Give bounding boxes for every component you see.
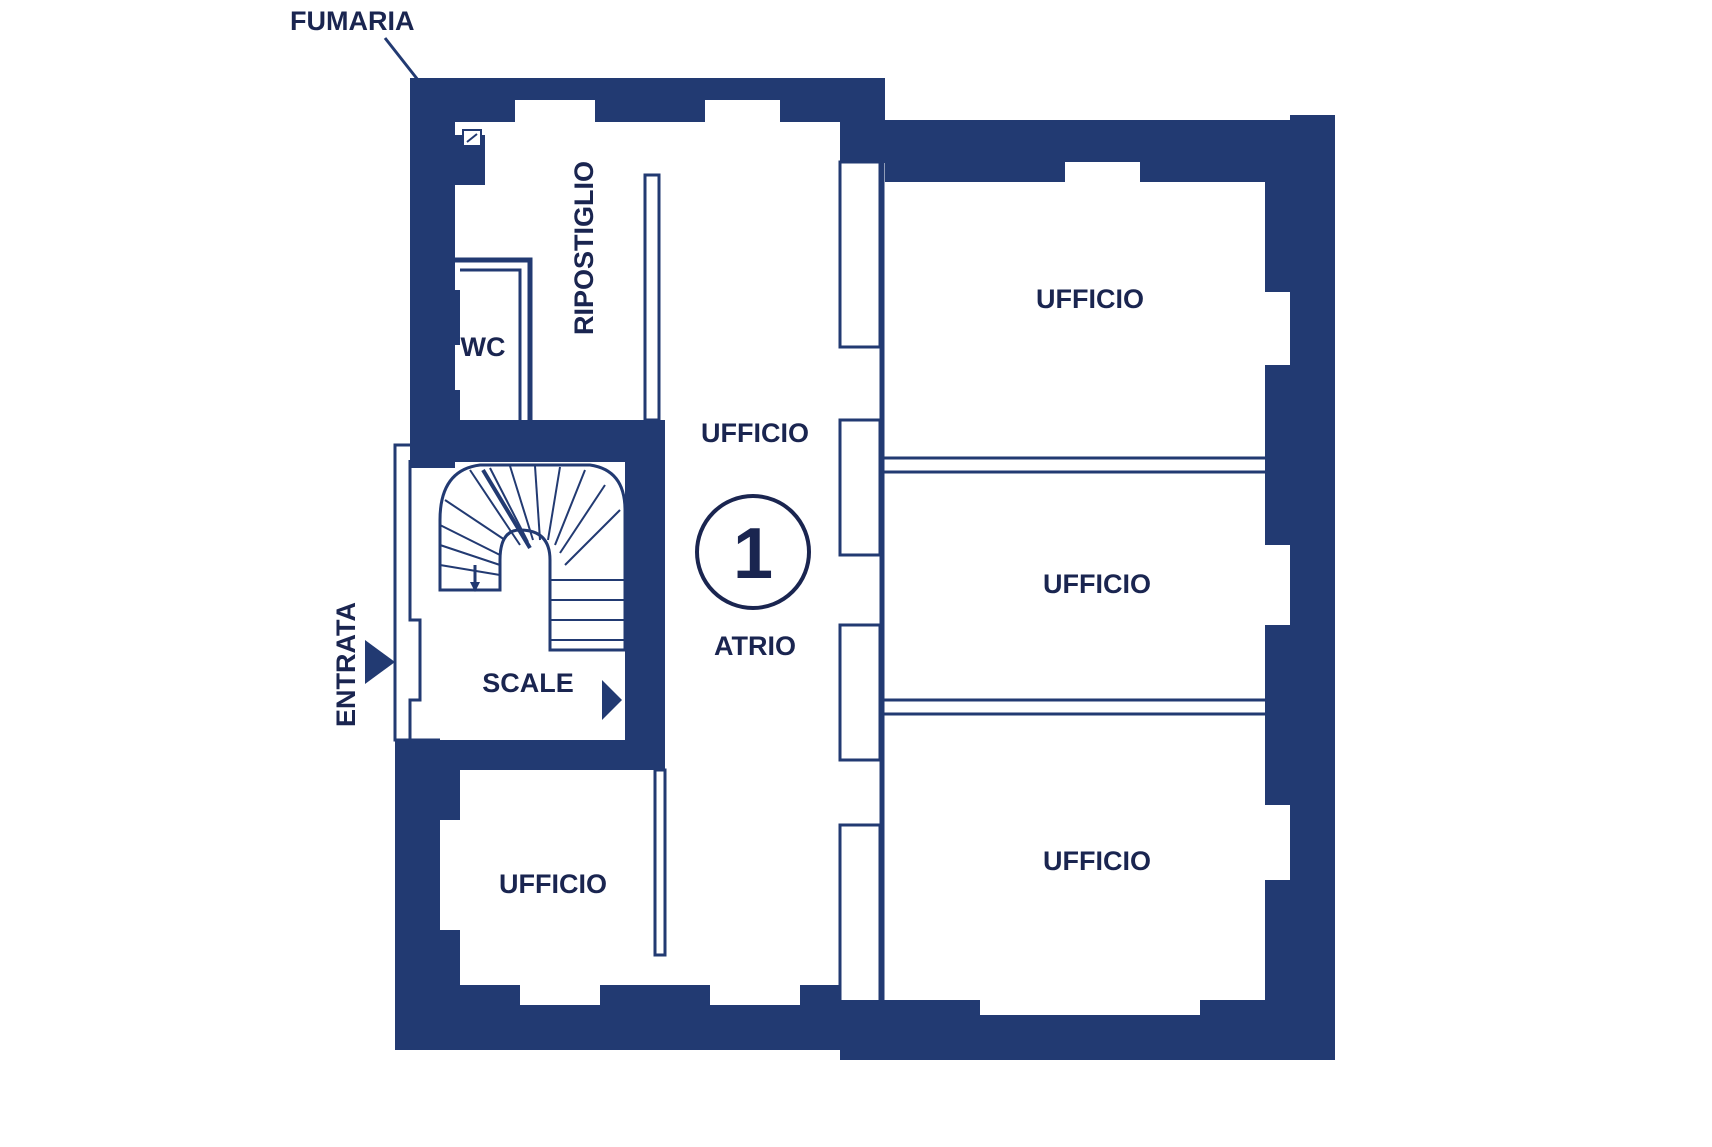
wall-right <box>1290 115 1335 1060</box>
pilaster <box>1200 1000 1290 1015</box>
office-divider <box>878 456 1292 474</box>
stair-tread <box>564 509 621 566</box>
wall-top-right <box>840 120 1335 162</box>
label-fumaria: FUMARIA <box>290 6 414 36</box>
label-ufficio-right-middle: UFFICIO <box>1043 569 1151 599</box>
label-wc: WC <box>461 332 506 362</box>
stair-tread <box>554 469 586 546</box>
fumaria-leader-line <box>383 37 420 81</box>
pilaster <box>800 985 840 1005</box>
pilaster <box>440 770 460 820</box>
partition-door-frame <box>838 823 882 1007</box>
entrance-jamb <box>408 460 422 740</box>
label-unit-number: 1 <box>733 514 773 594</box>
partition-door-frame <box>838 623 882 762</box>
entrance-arrow-icon <box>365 640 395 684</box>
partition-door-frame <box>838 418 882 557</box>
label-ufficio-left: UFFICIO <box>499 869 607 899</box>
label-ripostiglio: RIPOSTIGLIO <box>569 161 599 335</box>
entrance-vestibule <box>393 443 440 742</box>
stair-handrail <box>481 468 532 550</box>
pilaster <box>600 985 710 1005</box>
staircase <box>438 463 627 652</box>
pilaster <box>440 390 460 430</box>
wc-wall-inner <box>460 268 522 420</box>
pilaster <box>440 290 460 345</box>
stair-outline <box>438 463 627 652</box>
label-ufficio-right-bottom: UFFICIO <box>1043 846 1151 876</box>
pilaster <box>1265 880 1290 1015</box>
pilaster <box>885 1000 980 1015</box>
partitions <box>393 129 1292 1007</box>
pilaster <box>1265 365 1290 545</box>
pilaster <box>885 162 1065 182</box>
pilaster <box>595 100 705 122</box>
scale-arrow-icon <box>602 680 622 720</box>
label-atrio: ATRIO <box>714 631 796 661</box>
wall-bottom-left <box>395 1005 875 1050</box>
label-entrata: ENTRATA <box>331 602 361 727</box>
label-scale: SCALE <box>482 668 574 698</box>
fumaria-flue-mark <box>466 133 478 143</box>
partition-door-frame <box>838 160 882 349</box>
pilaster <box>780 100 840 122</box>
stair-tread <box>439 524 501 556</box>
wc-wall <box>455 257 533 420</box>
office-divider <box>878 698 1292 716</box>
wall-stair-right <box>625 420 665 765</box>
label-ufficio-right-top: UFFICIO <box>1036 284 1144 314</box>
walls <box>395 78 1335 1060</box>
stair-tread <box>534 465 541 541</box>
wall-bottom-right <box>840 1015 1335 1060</box>
stair-tread <box>469 469 521 546</box>
ripostiglio-rail <box>643 173 661 422</box>
wall-top-left <box>410 78 885 100</box>
stair-tread <box>444 499 506 541</box>
stair-tread <box>559 484 606 554</box>
stair-tread <box>547 466 561 541</box>
stair-tread <box>509 465 534 541</box>
wall-left-lower <box>395 740 440 1050</box>
wall-step-top <box>840 78 885 163</box>
stair-tread <box>439 564 501 576</box>
pilaster <box>455 100 515 122</box>
stair-tread <box>439 544 501 566</box>
label-ufficio-corridor: UFFICIO <box>701 418 809 448</box>
stair-down-arrow-icon <box>470 582 480 592</box>
pilaster <box>1265 182 1290 292</box>
wall-step-bottom <box>840 1000 885 1060</box>
pilaster <box>1140 162 1290 182</box>
unit-number-circle <box>695 494 811 610</box>
ufficio-left-rail <box>653 768 667 957</box>
pilaster <box>440 985 520 1005</box>
stair-tread <box>489 467 529 543</box>
